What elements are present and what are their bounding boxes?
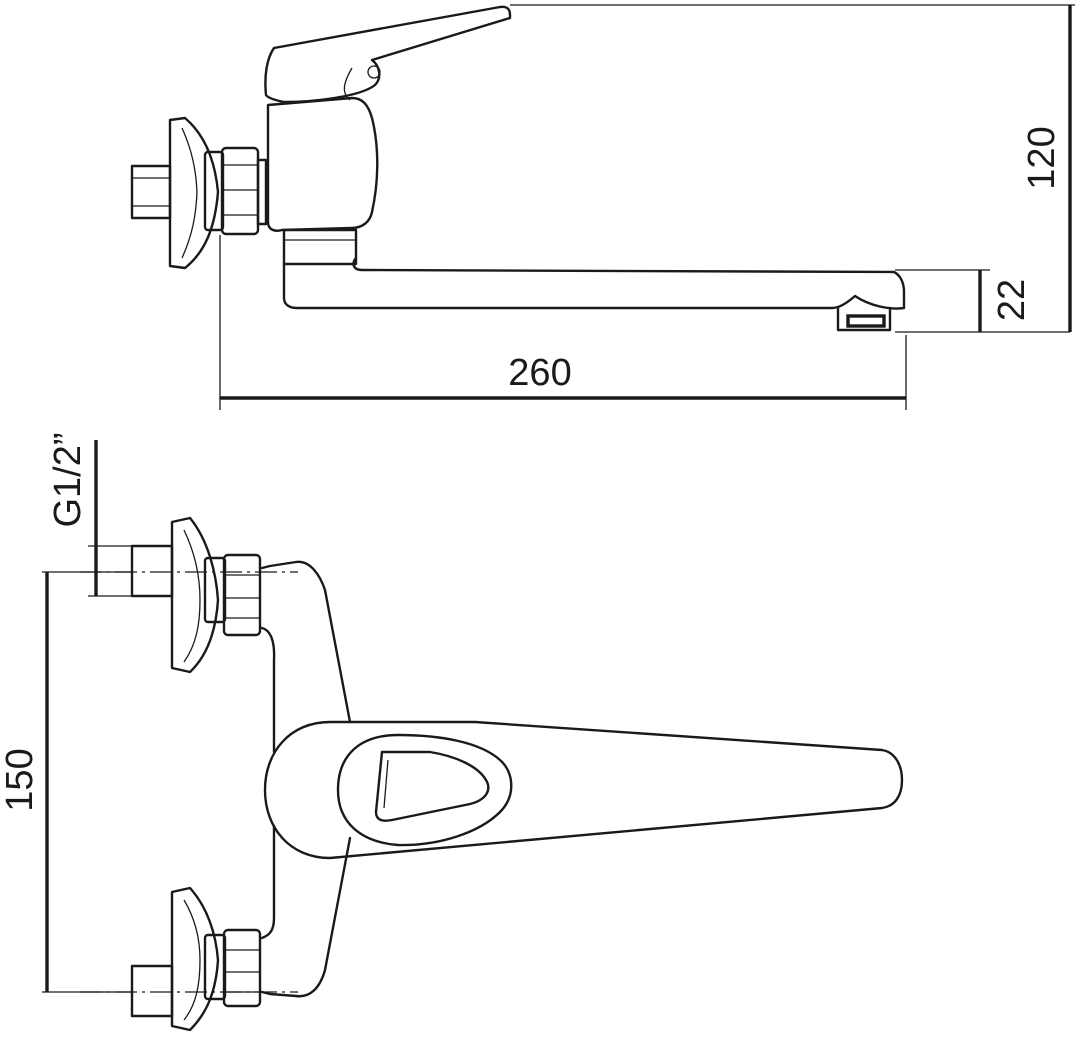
dim-150-label: 150	[0, 748, 41, 811]
dim-22: 22	[895, 269, 1070, 333]
top-view: G1/2” 150	[0, 432, 904, 1032]
side-union-nut	[203, 146, 268, 236]
dim-120: 120	[510, 4, 1075, 332]
dim-260-label: 260	[508, 352, 571, 394]
side-mixer-body	[266, 96, 379, 232]
dim-22-label: 22	[991, 279, 1033, 321]
top-mixer-body	[260, 560, 352, 998]
side-view: 260 22 120	[130, 4, 1075, 410]
top-lever-hub	[263, 720, 904, 860]
top-lower-inlet	[80, 886, 298, 1032]
side-swivel-collar	[282, 228, 358, 266]
top-upper-inlet	[80, 516, 298, 674]
dim-g-thread-label: G1/2”	[47, 432, 89, 527]
dim-120-label: 120	[1021, 126, 1063, 189]
side-aerator	[836, 306, 892, 332]
dim-260: 260	[219, 235, 907, 410]
side-inlet-pipe	[130, 164, 172, 220]
top-lever-handle	[336, 733, 513, 847]
side-spout	[282, 256, 906, 310]
dim-g-thread: G1/2”	[47, 432, 135, 597]
dim-150: 150	[0, 571, 132, 993]
side-lever-handle	[264, 5, 512, 104]
side-wall-flange	[168, 116, 220, 270]
